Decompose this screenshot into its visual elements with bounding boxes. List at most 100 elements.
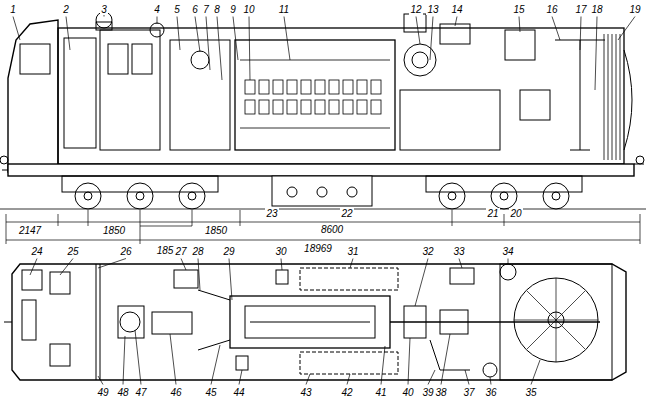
leader-line xyxy=(519,17,520,33)
leader-line xyxy=(13,17,20,41)
callout-number: 25 xyxy=(66,246,79,257)
callout-number: 36 xyxy=(484,387,497,398)
callout-number: 29 xyxy=(222,246,235,257)
callout-number: 46 xyxy=(169,387,182,398)
callout-number: 8 xyxy=(213,4,221,15)
callout-number: 41 xyxy=(374,387,387,398)
leader-line xyxy=(98,376,103,385)
callout-number: 17 xyxy=(574,4,587,15)
callout-number: 35 xyxy=(524,387,537,398)
callout-number: 1 xyxy=(9,4,17,15)
dimension-label: 185 xyxy=(156,245,175,256)
callout-number: 3 xyxy=(100,4,108,15)
callout-number: 44 xyxy=(232,387,245,398)
callout-number: 31 xyxy=(346,246,359,257)
callout-number: 47 xyxy=(134,387,147,398)
leader-line xyxy=(415,259,428,307)
leader-line xyxy=(416,17,420,45)
callout-number: 20 xyxy=(509,208,522,219)
leader-line xyxy=(618,17,635,41)
dimension-label: 8600 xyxy=(320,224,344,235)
callout-number: 39 xyxy=(421,387,434,398)
leader-line xyxy=(595,17,597,91)
callout-number: 30 xyxy=(274,246,287,257)
leader-line xyxy=(281,259,282,271)
leader-line xyxy=(195,17,200,53)
leader-line xyxy=(428,370,435,385)
leader-line xyxy=(490,377,491,385)
callout-number: 7 xyxy=(202,4,210,15)
leader-line xyxy=(123,336,125,385)
callout-number: 38 xyxy=(434,387,447,398)
callout-number: 22 xyxy=(340,208,353,219)
leader-line xyxy=(249,17,250,81)
leader-line xyxy=(229,259,232,301)
callout-number: 33 xyxy=(452,246,465,257)
leader-line xyxy=(170,334,176,385)
leader-line xyxy=(350,259,353,269)
callout-number: 43 xyxy=(299,387,312,398)
callout-number: 49 xyxy=(96,387,109,398)
callout-number: 5 xyxy=(173,4,181,15)
leader-line xyxy=(459,259,462,269)
leader-line xyxy=(465,370,469,385)
callout-number: 15 xyxy=(512,4,525,15)
leader-line xyxy=(177,17,180,51)
dimension-label: 1850 xyxy=(204,225,228,236)
callout-number: 48 xyxy=(116,387,129,398)
leader-line xyxy=(181,259,186,271)
leader-line xyxy=(233,17,238,61)
callout-number: 6 xyxy=(191,4,199,15)
callout-number: 23 xyxy=(265,208,278,219)
leader-line xyxy=(135,330,141,385)
leader-line xyxy=(198,259,200,291)
callout-number: 32 xyxy=(421,246,434,257)
callout-number: 2 xyxy=(62,4,70,15)
callout-number: 12 xyxy=(409,4,422,15)
leader-line xyxy=(211,345,220,385)
callout-number: 26 xyxy=(119,246,132,257)
leader-line xyxy=(552,17,560,41)
callout-number: 45 xyxy=(204,387,217,398)
leader-line xyxy=(217,17,222,81)
leader-line xyxy=(66,17,70,51)
leader-line xyxy=(580,17,581,51)
dimension-label: 2147 xyxy=(18,225,42,236)
leader-line xyxy=(98,259,126,269)
callout-number: 11 xyxy=(278,4,290,15)
dimension-label: 18969 xyxy=(303,243,333,254)
callout-number: 16 xyxy=(545,4,558,15)
callout-number: 28 xyxy=(191,246,204,257)
leader-line xyxy=(347,374,350,385)
leader-line xyxy=(381,346,385,385)
leader-line xyxy=(441,334,450,385)
callout-number: 13 xyxy=(426,4,439,15)
leader-line xyxy=(531,360,540,385)
callout-number: 10 xyxy=(242,4,255,15)
callout-number: 4 xyxy=(153,4,161,15)
leader-line xyxy=(60,259,73,276)
callout-number: 24 xyxy=(30,246,43,257)
callout-number: 34 xyxy=(501,246,514,257)
leader-line xyxy=(284,17,290,61)
leader-line xyxy=(206,17,210,71)
leader-line xyxy=(455,17,457,27)
leader-line xyxy=(239,370,242,385)
callout-number: 37 xyxy=(462,387,475,398)
leader-line xyxy=(306,374,310,385)
callout-number: 19 xyxy=(628,4,641,15)
callout-number: 18 xyxy=(590,4,603,15)
callout-number: 9 xyxy=(229,4,237,15)
leader-line xyxy=(508,259,509,265)
dimension-label: 1850 xyxy=(102,225,126,236)
leader-line xyxy=(30,259,37,276)
leader-line xyxy=(157,17,158,25)
leader-line xyxy=(430,17,433,61)
leader-line xyxy=(408,338,410,385)
callout-number: 14 xyxy=(450,4,463,15)
callout-number: 27 xyxy=(174,246,187,257)
callout-number: 21 xyxy=(486,208,499,219)
callout-number: 40 xyxy=(401,387,414,398)
